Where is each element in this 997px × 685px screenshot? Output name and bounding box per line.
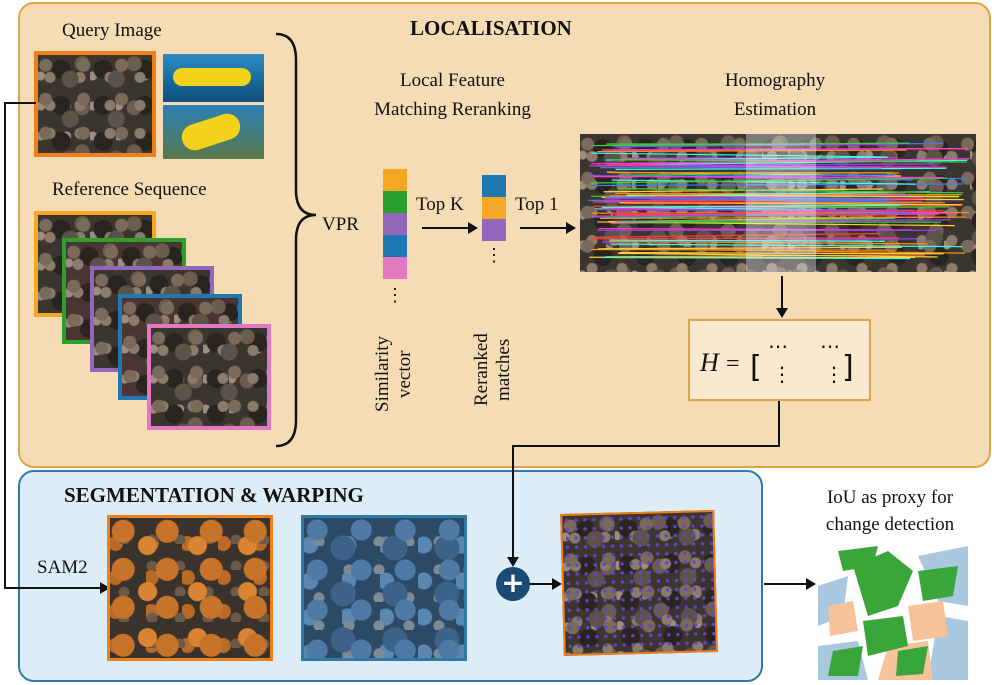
similarity-cell bbox=[383, 257, 407, 279]
reranked-cell bbox=[482, 219, 506, 241]
similarity-vector: ⋮ bbox=[383, 169, 407, 305]
top-k-label: Top K bbox=[416, 194, 464, 215]
localisation-title: LOCALISATION bbox=[410, 16, 572, 40]
svg-text:⋮: ⋮ bbox=[772, 362, 792, 386]
auv-photo-bottom bbox=[163, 105, 264, 159]
query-image bbox=[34, 51, 156, 157]
match-line bbox=[612, 143, 886, 147]
reranked-cell bbox=[482, 175, 506, 197]
match-line bbox=[603, 248, 966, 254]
match-line bbox=[592, 209, 916, 211]
match-line bbox=[591, 237, 899, 240]
query-image-label: Query Image bbox=[62, 20, 162, 41]
svg-text:⋮: ⋮ bbox=[824, 362, 844, 386]
match-line bbox=[615, 210, 944, 215]
match-line bbox=[619, 251, 944, 255]
match-line bbox=[601, 147, 968, 151]
top-1-label: Top 1 bbox=[515, 194, 559, 215]
homography-label-line2: Estimation bbox=[733, 99, 817, 120]
iou-label-line1: IoU as proxy for bbox=[826, 487, 954, 508]
match-line bbox=[615, 217, 896, 223]
match-line bbox=[611, 179, 916, 185]
homography-matrix-box: H = [ ⋯ ⋯ ⋮ ⋮ ] bbox=[688, 319, 871, 401]
svg-text:=: = bbox=[726, 351, 740, 377]
match-line bbox=[601, 256, 911, 260]
homography-label-line1: Homography bbox=[724, 70, 826, 91]
match-lines bbox=[588, 142, 970, 260]
match-line bbox=[594, 233, 881, 238]
match-line bbox=[590, 177, 947, 184]
match-line bbox=[609, 240, 928, 245]
image-seam bbox=[746, 134, 816, 272]
match-line bbox=[591, 212, 908, 218]
match-line bbox=[609, 239, 885, 242]
auv-body-shape bbox=[173, 68, 251, 86]
match-line bbox=[592, 142, 910, 147]
match-line bbox=[597, 149, 907, 153]
match-line bbox=[598, 228, 913, 231]
iou-label-line2: change detection bbox=[825, 514, 955, 535]
match-line bbox=[593, 176, 944, 179]
reference-sequence-label: Reference Sequence bbox=[52, 179, 207, 200]
match-line bbox=[617, 252, 938, 258]
svg-text:⋯: ⋯ bbox=[820, 334, 840, 358]
match-line bbox=[626, 194, 959, 198]
warped-overlay-image bbox=[560, 510, 718, 656]
feature-matches-image bbox=[580, 134, 976, 272]
match-line bbox=[599, 216, 966, 219]
svg-text:]: ] bbox=[842, 350, 854, 385]
warped-mask-dots bbox=[562, 512, 716, 654]
svg-text:[: [ bbox=[750, 350, 762, 385]
match-line bbox=[597, 246, 902, 250]
top-k-arrow bbox=[422, 222, 478, 234]
homography-formula: H = [ ⋯ ⋯ ⋮ ⋮ ] bbox=[699, 334, 854, 386]
local-feature-label-line1: Local Feature bbox=[400, 70, 505, 91]
homography-down-arrow bbox=[776, 276, 788, 318]
iou-output-image bbox=[818, 546, 968, 680]
match-line bbox=[618, 187, 964, 194]
combine-plus-icon: + bbox=[496, 567, 530, 601]
vpr-label: VPR bbox=[322, 214, 359, 235]
similarity-cell bbox=[383, 235, 407, 257]
match-line bbox=[601, 204, 901, 208]
ellipsis-dots: ⋮ bbox=[386, 285, 404, 305]
curly-brace bbox=[275, 32, 317, 448]
similarity-cell bbox=[383, 213, 407, 235]
match-line bbox=[591, 152, 887, 158]
match-line bbox=[625, 159, 968, 166]
reranked-cell bbox=[482, 197, 506, 219]
similarity-cell bbox=[383, 191, 407, 213]
similarity-cell bbox=[383, 169, 407, 191]
ellipsis-dots: ⋮ bbox=[485, 245, 503, 265]
svg-text:H: H bbox=[699, 348, 720, 377]
match-line bbox=[604, 198, 926, 202]
auv-photo-top bbox=[163, 54, 264, 102]
match-line bbox=[610, 243, 963, 248]
segmentation-title: SEGMENTATION & WARPING bbox=[64, 483, 364, 507]
match-line bbox=[623, 202, 945, 204]
reference-frame bbox=[147, 324, 271, 430]
top-1-arrow bbox=[520, 222, 576, 234]
sam2-label: SAM2 bbox=[37, 557, 88, 578]
segmented-query-image bbox=[107, 515, 273, 661]
segmented-reference-image bbox=[301, 515, 467, 661]
match-line bbox=[597, 165, 947, 168]
match-line bbox=[605, 254, 925, 258]
match-line bbox=[615, 167, 947, 170]
local-feature-label-line2: Matching Reranking bbox=[374, 99, 531, 120]
match-line bbox=[613, 207, 955, 214]
svg-text:⋯: ⋯ bbox=[768, 334, 788, 358]
reranked-vector: ⋮ bbox=[482, 175, 506, 265]
match-line bbox=[621, 158, 970, 165]
